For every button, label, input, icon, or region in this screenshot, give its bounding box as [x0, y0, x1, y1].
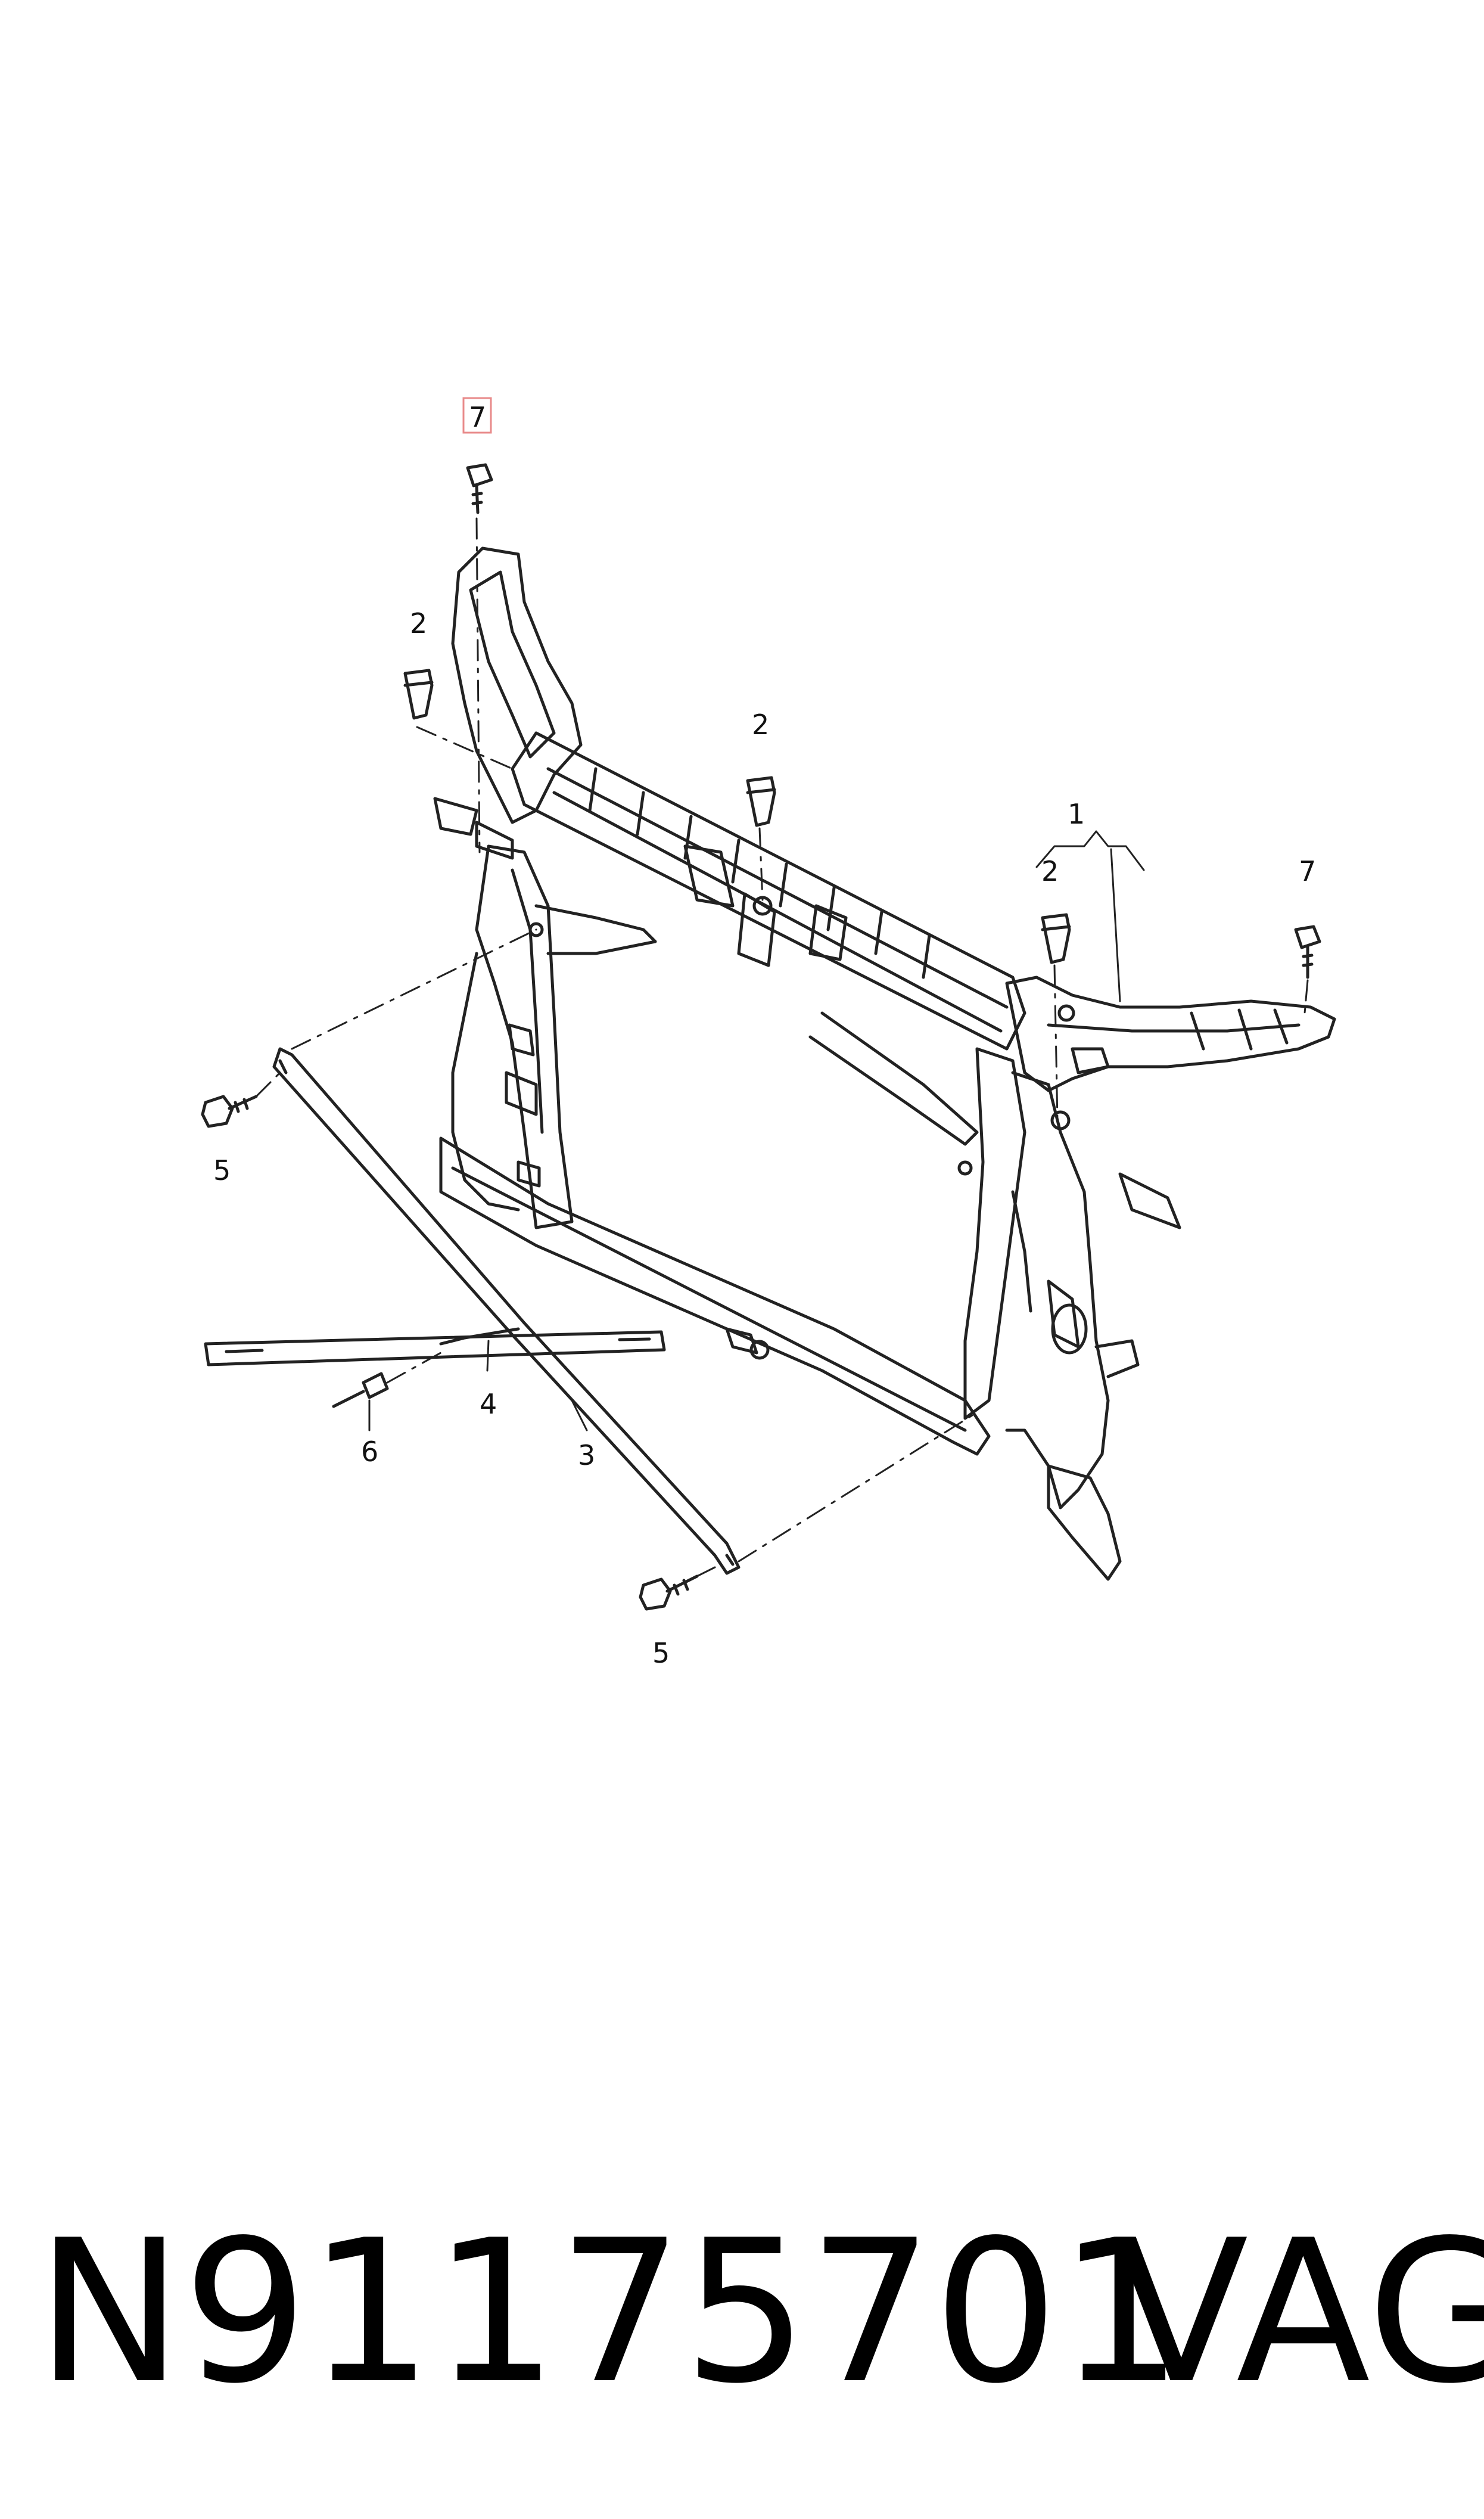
upper-right-bracket: [1005, 976, 1336, 1092]
clip-nut-2-center: [746, 776, 776, 827]
bottom-crossmember: [439, 1136, 991, 1456]
clip-nut-2-left: [403, 669, 434, 720]
bolt-5-bottom: [639, 1574, 699, 1611]
upper-left-bracket: [451, 546, 583, 824]
callout-7-top: 7: [469, 401, 486, 433]
callout-3: 3: [578, 1439, 595, 1471]
clip-nut-2-right: [1041, 913, 1071, 964]
callout-4: 4: [480, 1388, 497, 1420]
bolt-7-top: [466, 463, 493, 514]
left-post: [475, 844, 574, 1229]
bolt-7-right: [1294, 925, 1321, 979]
callout-5-bottom: 5: [652, 1637, 670, 1669]
bolt-5-left: [201, 1095, 258, 1128]
front-carrier-assembly: [433, 546, 1336, 1581]
callouts: 7 2 2 1 2 7 5 4 6 3 5: [213, 401, 1316, 1669]
callout-2-right: 2: [1041, 855, 1059, 887]
part-number-label: N91175701: [36, 2198, 1184, 2427]
callout-2-center: 2: [752, 709, 769, 741]
rivet-6: [332, 1372, 389, 1408]
highlight-box: [462, 397, 492, 434]
strut-item-3: [272, 1047, 741, 1575]
leader-lines: [368, 830, 1145, 1431]
callout-2-left: 2: [410, 607, 427, 639]
strap-item-4: [204, 1327, 666, 1366]
callout-6: 6: [361, 1436, 378, 1468]
assembly-lines: [255, 517, 1309, 1577]
callout-1: 1: [1068, 798, 1085, 830]
callout-7-right: 7: [1299, 855, 1316, 887]
callout-5-left: 5: [213, 1154, 231, 1186]
right-post: [963, 1047, 1026, 1420]
top-crossmember: [511, 731, 1026, 1051]
brand-label: VAG: [1114, 2198, 1484, 2427]
